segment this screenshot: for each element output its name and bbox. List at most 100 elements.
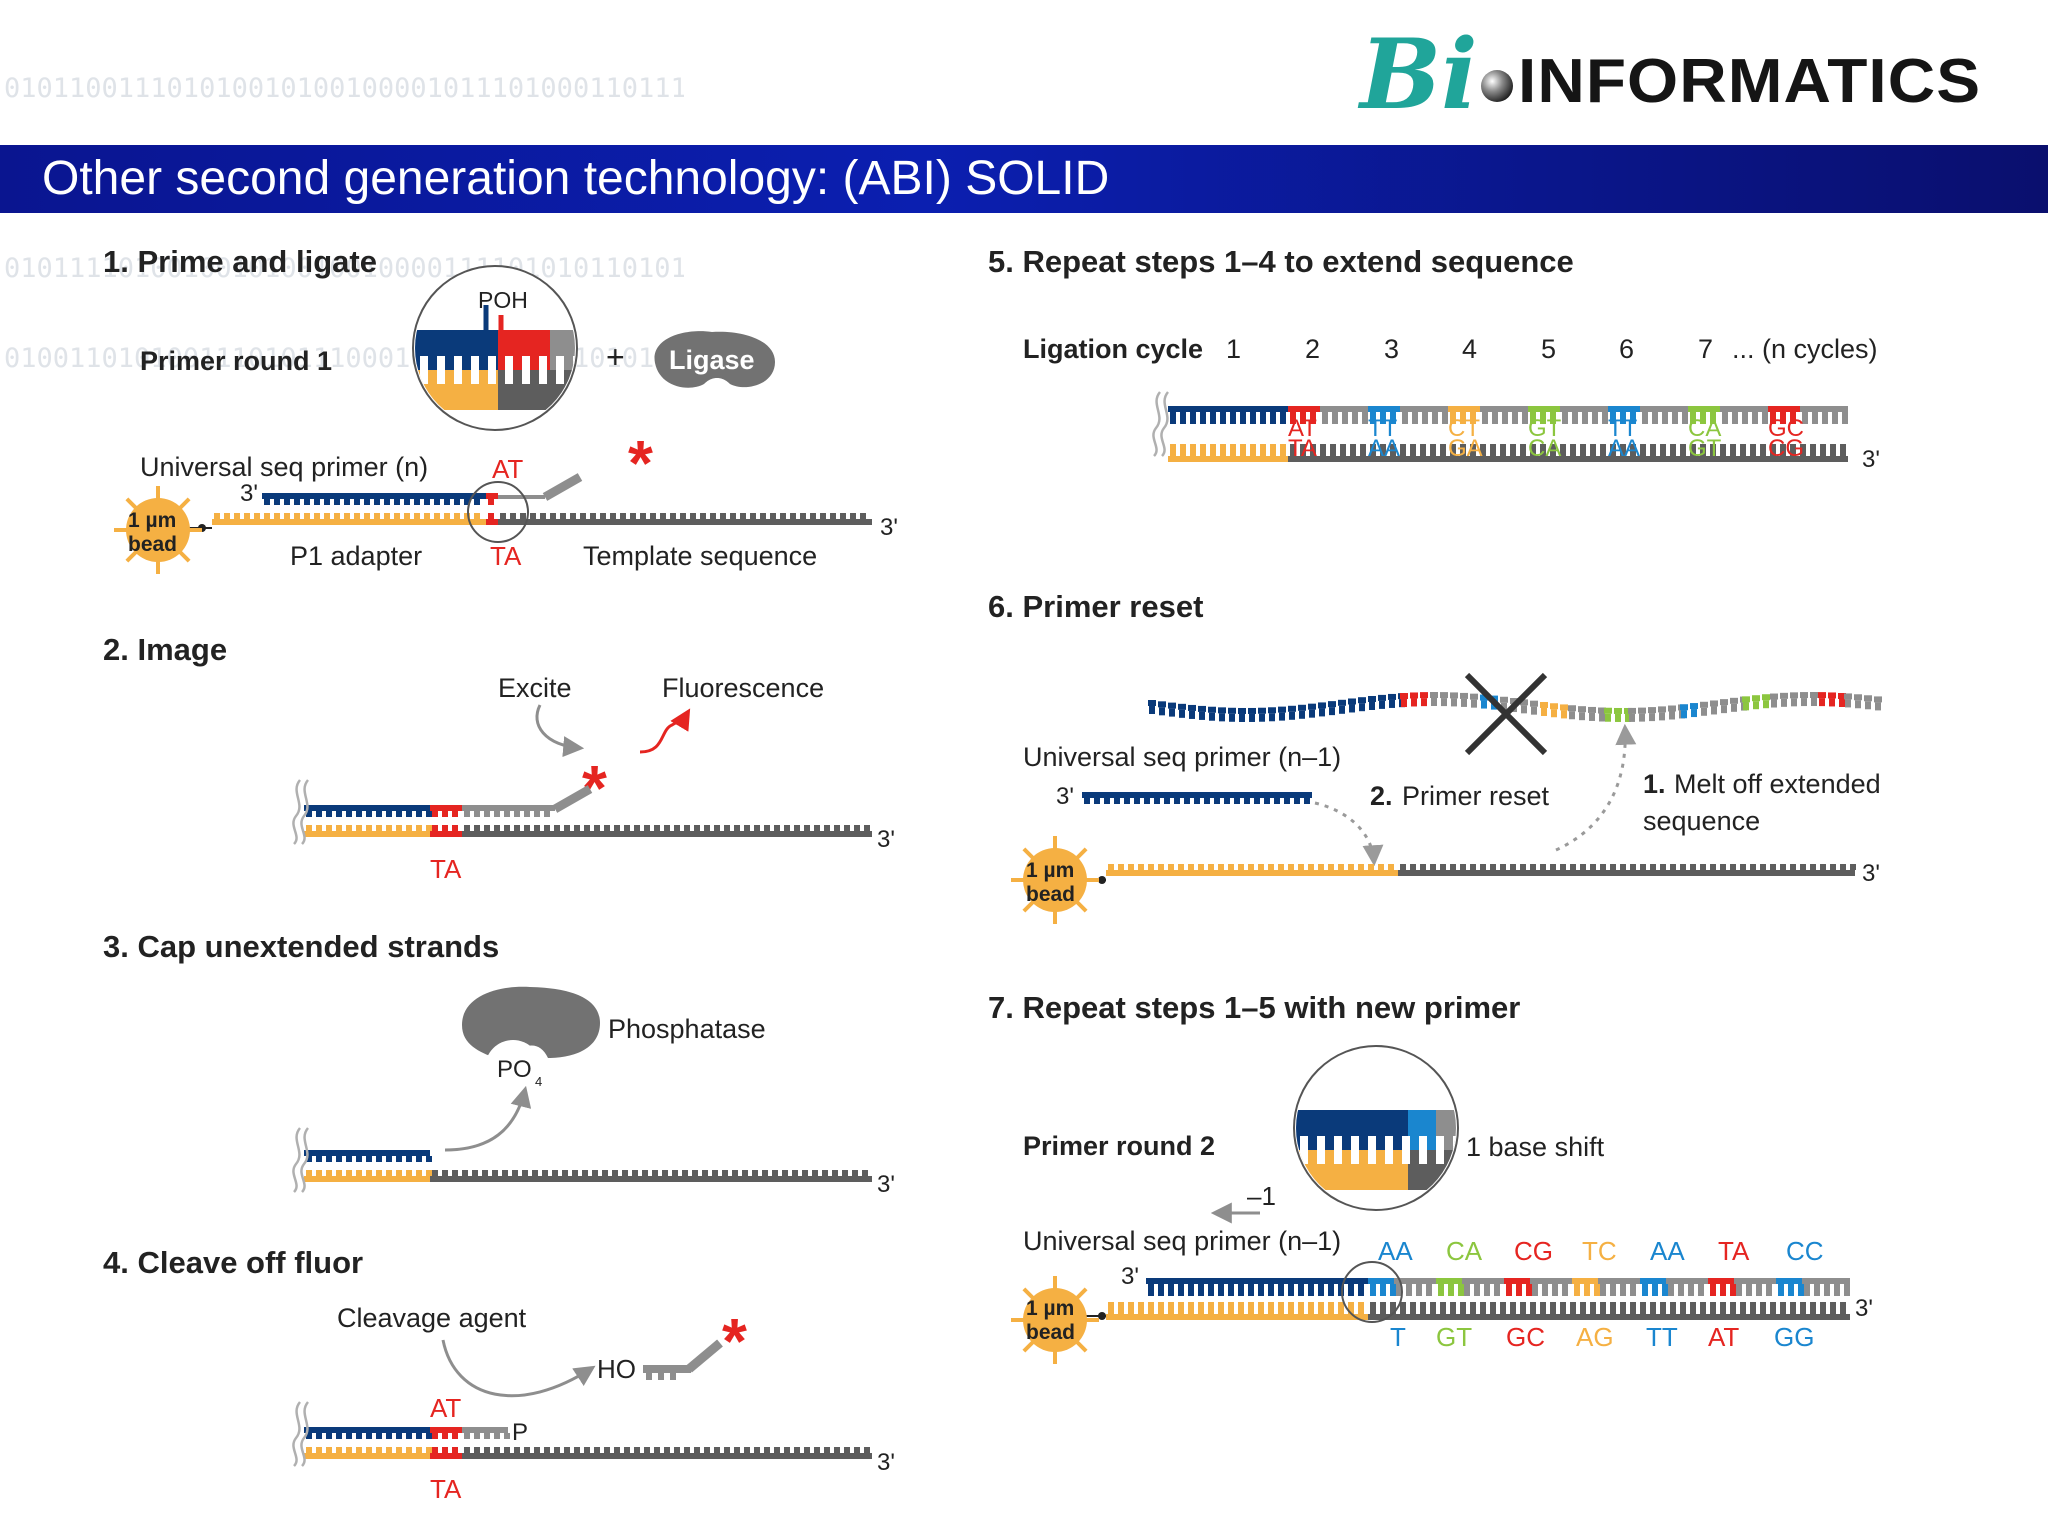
strand-base	[1228, 1302, 1234, 1314]
plus-sign: +	[606, 339, 625, 375]
wavy-backbone	[1258, 707, 1266, 714]
wavy-base	[1501, 702, 1507, 711]
strand-base	[674, 1447, 680, 1453]
wavy-base	[1521, 705, 1527, 714]
strand-base	[1662, 1284, 1668, 1296]
strand-base	[810, 513, 816, 519]
wavy-backbone	[1268, 707, 1276, 714]
strand-base	[662, 1170, 668, 1176]
strand-base	[530, 513, 536, 519]
melt-label-line2: sequence	[1643, 806, 1760, 836]
strand-base	[542, 1170, 548, 1176]
strand-base	[484, 1433, 490, 1439]
wavy-backbone	[1598, 707, 1606, 714]
strand-base	[1506, 1284, 1512, 1296]
strand-base	[1294, 798, 1300, 804]
strand-base	[1328, 1302, 1334, 1314]
strand-backbone	[1528, 406, 1560, 412]
strand-base	[346, 1156, 352, 1162]
strand-base	[1590, 444, 1596, 456]
zoom-tooth	[522, 370, 530, 384]
strand-base	[416, 825, 422, 831]
strand-base	[1652, 412, 1658, 424]
strand-base	[1720, 1302, 1726, 1314]
wavy-base	[1309, 709, 1315, 718]
strand-base	[1830, 444, 1836, 456]
strand-base	[1770, 444, 1776, 456]
wavy-base	[1845, 699, 1851, 708]
strand-base	[1620, 864, 1626, 870]
strand-base	[396, 811, 402, 817]
strand-base	[1370, 1284, 1376, 1296]
strand-backbone	[212, 519, 486, 525]
strand-base	[720, 513, 726, 519]
strand-base	[842, 1170, 848, 1176]
wavy-base	[1589, 712, 1595, 721]
wavy-base	[1561, 710, 1567, 719]
strand-base	[1690, 864, 1696, 870]
strand-base	[416, 1447, 422, 1453]
strand-backbone	[304, 1176, 430, 1182]
three-prime-small: 3'	[1056, 783, 1074, 810]
strand-base	[1420, 864, 1426, 870]
wavy-base	[1339, 705, 1345, 714]
strand-base	[1790, 864, 1796, 870]
wavy-backbone	[1358, 697, 1366, 704]
strand-base	[426, 1170, 432, 1176]
strand-backbone	[1640, 1278, 1666, 1284]
strand-base	[494, 1433, 500, 1439]
strand-base	[474, 1447, 480, 1453]
zoom-tooth	[488, 356, 496, 370]
strand-base	[1610, 864, 1616, 870]
strand-base	[1630, 444, 1636, 456]
bioinformatics-logo: Bi INFORMATICS	[1360, 20, 2020, 130]
strand-base	[1720, 444, 1726, 456]
wavy-backbone	[1658, 706, 1666, 713]
strand-base	[740, 513, 746, 519]
wavy-backbone	[1520, 699, 1528, 706]
cleavage-agent-label: Cleavage agent	[337, 1303, 527, 1333]
base-shift-label: 1 base shift	[1466, 1132, 1605, 1162]
strand-backbone	[1666, 1278, 1708, 1284]
zoom-tooth	[1419, 1136, 1427, 1150]
strand-base	[1592, 412, 1598, 424]
strand-base	[366, 1156, 372, 1162]
strand-base	[1338, 864, 1344, 870]
strand-base	[1560, 1302, 1566, 1314]
strand-end-squiggle	[300, 1127, 310, 1193]
strand-base	[544, 811, 550, 817]
strand-base	[366, 1170, 372, 1176]
strand-backbone	[1368, 1278, 1394, 1284]
strand-base	[602, 1170, 608, 1176]
strand-base	[1194, 798, 1200, 804]
strand-base	[1240, 412, 1246, 424]
strand-base	[1678, 1284, 1684, 1296]
strand-base	[1278, 1302, 1284, 1314]
strand-base	[1600, 1284, 1606, 1296]
strand-base	[1464, 1284, 1470, 1296]
dinucleotide-top: GC	[1768, 415, 1804, 442]
wavy-backbone	[1668, 705, 1676, 712]
strand-base	[1274, 798, 1280, 804]
wavy-backbone	[1248, 707, 1256, 714]
wavy-backbone	[1218, 707, 1226, 714]
wavy-base	[1771, 699, 1777, 708]
strand-base	[544, 1447, 550, 1453]
strand-base	[1258, 1284, 1264, 1296]
strand-base	[1842, 412, 1848, 424]
strand-base	[694, 825, 700, 831]
strand-base	[426, 825, 432, 831]
strand-base	[734, 1447, 740, 1453]
strand-base	[514, 825, 520, 831]
strand-base	[304, 513, 310, 519]
wavy-backbone	[1460, 692, 1468, 699]
strand-base	[764, 825, 770, 831]
strand-base	[1308, 1284, 1314, 1296]
strand-base	[1766, 1284, 1772, 1296]
strand-base	[1298, 864, 1304, 870]
wavy-backbone	[1648, 707, 1656, 714]
strand-base	[1174, 798, 1180, 804]
strand-base	[654, 825, 660, 831]
step-1-prime-ligate: 1. Prime and ligate Primer round 1 POH +…	[103, 244, 898, 574]
strand-base	[652, 1170, 658, 1176]
